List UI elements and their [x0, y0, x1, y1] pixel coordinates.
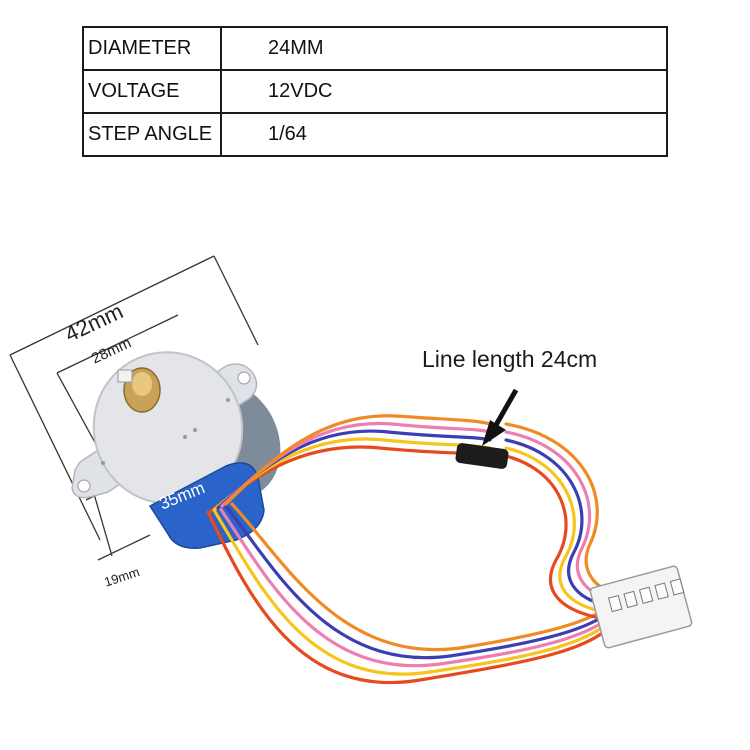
- spec-table: DIAMETER 24MM VOLTAGE 12VDC STEP ANGLE 1…: [82, 26, 668, 157]
- spec-key-step-angle: STEP ANGLE: [82, 112, 222, 157]
- spec-row-diameter: DIAMETER 24MM: [82, 26, 668, 71]
- spec-row-voltage: VOLTAGE 12VDC: [82, 69, 668, 114]
- terminal-cap: [148, 462, 265, 549]
- connector: [589, 565, 693, 649]
- stepper-motor: [71, 351, 281, 549]
- dimension-label-inner: 28mm: [89, 334, 134, 367]
- line-length-label: Line length 24cm: [422, 346, 598, 372]
- spec-value-step-angle: 1/64: [220, 112, 668, 157]
- spec-row-step-angle: STEP ANGLE 1/64: [82, 112, 668, 157]
- spec-key-diameter: DIAMETER: [82, 26, 222, 71]
- spec-key-voltage: VOLTAGE: [82, 69, 222, 114]
- spec-value-voltage: 12VDC: [220, 69, 668, 114]
- dimension-label-depth: 19mm: [102, 564, 141, 589]
- spec-value-diameter: 24MM: [220, 26, 668, 71]
- arrow-icon: [482, 388, 519, 446]
- heatshrink-sleeve: [455, 443, 509, 469]
